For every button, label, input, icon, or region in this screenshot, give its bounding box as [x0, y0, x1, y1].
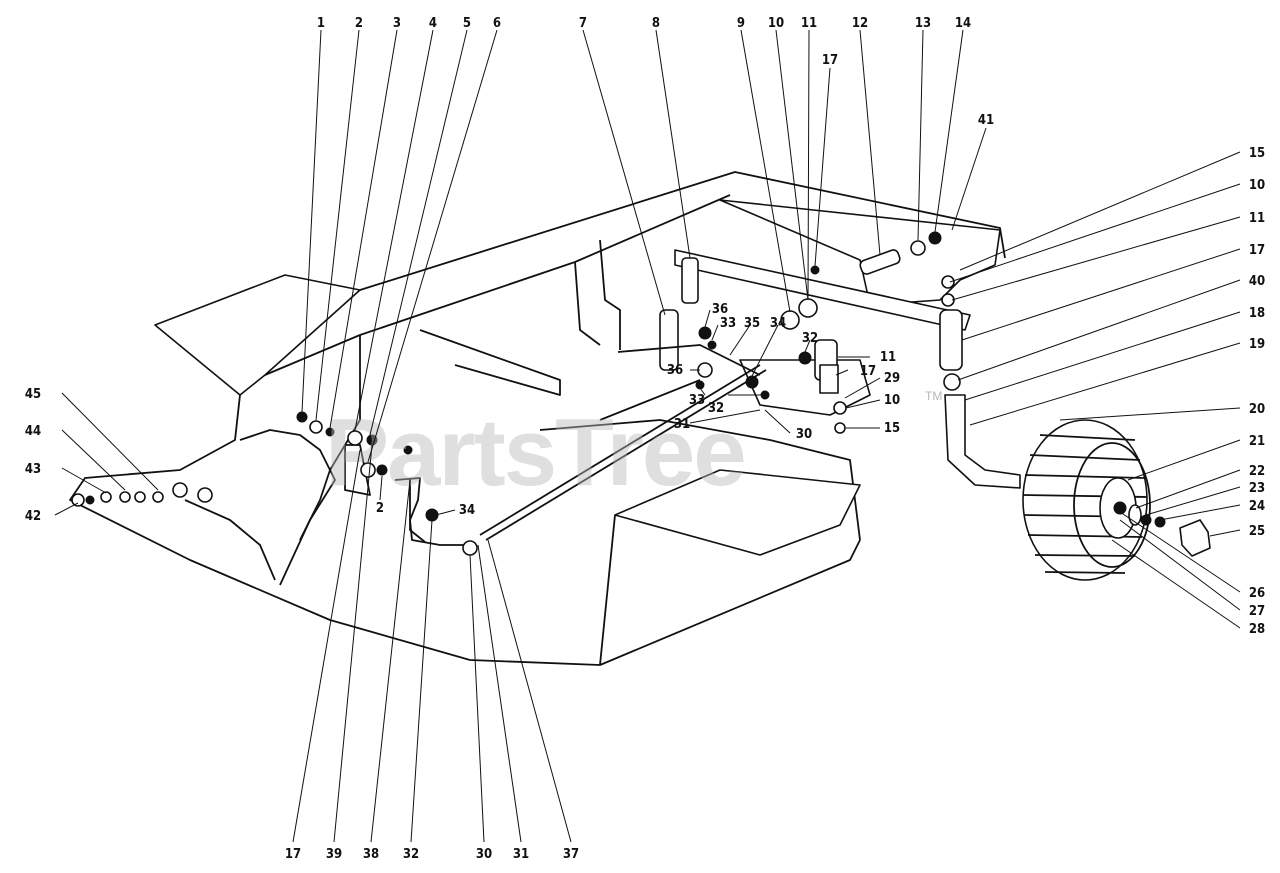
callout-17-bottom: 17	[285, 847, 301, 862]
callout-42: 42	[25, 509, 41, 524]
callout-2-center: 2	[376, 501, 384, 516]
callout-32-bottom: 32	[403, 847, 419, 862]
callout-12: 12	[852, 16, 868, 31]
callout-5: 5	[463, 16, 471, 31]
callout-27: 27	[1249, 604, 1265, 619]
callout-20: 20	[1249, 402, 1265, 417]
callout-15: 15	[1249, 146, 1265, 161]
callout-8: 8	[652, 16, 660, 31]
callout-19: 19	[1249, 337, 1265, 352]
steering-components	[71, 231, 1021, 556]
callout-24: 24	[1249, 499, 1265, 514]
callout-13: 13	[915, 16, 931, 31]
front-wheel	[1022, 419, 1211, 581]
callout-11-center: 11	[880, 350, 896, 365]
callout-31-bottom: 31	[513, 847, 529, 862]
watermark-trademark: TM	[925, 389, 942, 403]
callout-7: 7	[579, 16, 587, 31]
callout-10: 10	[768, 16, 784, 31]
callout-3: 3	[393, 16, 401, 31]
callout-30-center: 30	[796, 427, 812, 442]
callout-2: 2	[355, 16, 363, 31]
callout-36: 36	[712, 302, 728, 317]
callout-34: 34	[770, 316, 786, 331]
callout-43: 43	[25, 462, 41, 477]
callout-15-center: 15	[884, 421, 900, 436]
callout-11-right: 11	[1249, 211, 1265, 226]
callout-38-bottom: 38	[363, 847, 379, 862]
callout-45: 45	[25, 387, 41, 402]
callout-17-right: 17	[1249, 243, 1265, 258]
callout-34-center: 34	[459, 503, 475, 518]
callout-39-bottom: 39	[326, 847, 342, 862]
callout-10-center: 10	[884, 393, 900, 408]
callout-35: 35	[744, 316, 760, 331]
callout-18: 18	[1249, 306, 1265, 321]
callout-22: 22	[1249, 464, 1265, 479]
callout-26: 26	[1249, 586, 1265, 601]
callout-37-bottom: 37	[563, 847, 579, 862]
leader-lines	[54, 29, 1241, 843]
callout-numbers: 1 2 3 4 5 6 7 8 9 10 11 12 13 14 17 41 1…	[25, 16, 1265, 862]
callout-9: 9	[737, 16, 745, 31]
callout-30-bottom: 30	[476, 847, 492, 862]
callout-32: 32	[802, 331, 818, 346]
callout-25: 25	[1249, 524, 1265, 539]
callout-10-right: 10	[1249, 178, 1265, 193]
callout-23: 23	[1249, 481, 1265, 496]
callout-21: 21	[1249, 434, 1265, 449]
callout-36-center: 36	[667, 363, 683, 378]
callout-31-center: 31	[674, 417, 690, 432]
callout-29: 29	[884, 371, 900, 386]
callout-1: 1	[317, 16, 325, 31]
callout-11: 11	[801, 16, 817, 31]
callout-4: 4	[429, 16, 437, 31]
callout-33-center: 33	[689, 393, 705, 408]
callout-28: 28	[1249, 622, 1265, 637]
callout-6: 6	[493, 16, 501, 31]
callout-33: 33	[720, 316, 736, 331]
chassis-frame	[69, 171, 1006, 666]
callout-40: 40	[1249, 274, 1265, 289]
callout-14: 14	[955, 16, 971, 31]
callout-32-center: 32	[708, 401, 724, 416]
callout-44: 44	[25, 424, 41, 439]
watermark-text: PartsTree	[325, 399, 745, 506]
callout-17-center: 17	[860, 364, 876, 379]
callout-17-top: 17	[822, 53, 838, 68]
watermark: PartsTree TM	[325, 389, 942, 506]
callout-41: 41	[978, 113, 994, 128]
